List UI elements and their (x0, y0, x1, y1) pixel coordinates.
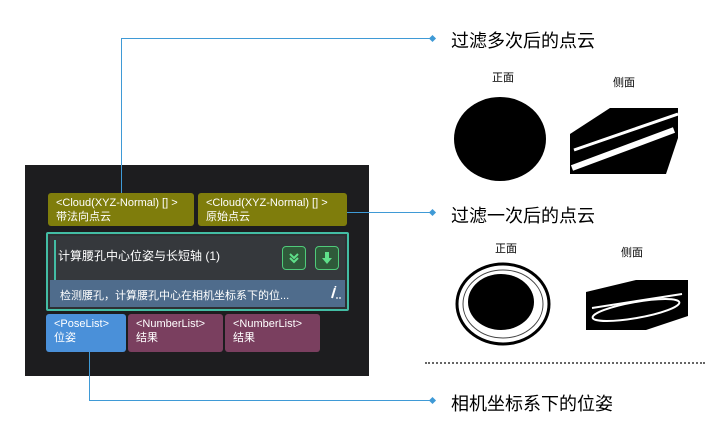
collapse-button[interactable] (282, 246, 306, 270)
connector-line (89, 400, 432, 401)
output-port-type: <PoseList> (54, 318, 110, 330)
side-view-label: 侧面 (621, 247, 643, 259)
connector-line (121, 38, 122, 193)
input-port-normal-cloud[interactable]: <Cloud(XYZ-Normal) [] > 带法向点云 (48, 193, 194, 226)
node-title: 计算腰孔中心位姿与长短轴 (1) (58, 249, 221, 263)
annotation-camera-pose: 相机坐标系下的位姿 (451, 394, 613, 414)
input-port-original-cloud[interactable]: <Cloud(XYZ-Normal) [] > 原始点云 (198, 193, 347, 226)
connector-line (347, 212, 431, 213)
step-node[interactable]: 计算腰孔中心位姿与长短轴 (1) 检测腰孔，计算腰孔中心在相机坐标系下的位... (46, 232, 349, 311)
chevron-double-down-icon (289, 253, 299, 264)
output-port-pose[interactable]: <PoseList> 位姿 (46, 314, 126, 352)
front-view-cloud-image (455, 262, 551, 346)
node-description-bar: 检测腰孔，计算腰孔中心在相机坐标系下的位... (50, 280, 345, 307)
front-view-label: 正面 (492, 72, 514, 84)
annotation-filtered-multi: 过滤多次后的点云 (451, 31, 595, 51)
run-step-button[interactable] (315, 246, 339, 270)
output-port-name: 结果 (136, 332, 158, 344)
input-port-type: <Cloud(XYZ-Normal) [] > (56, 197, 178, 209)
separator (425, 362, 705, 364)
output-port-name: 结果 (233, 332, 255, 344)
annotation-filtered-once: 过滤一次后的点云 (451, 206, 595, 226)
output-port-type: <NumberList> (233, 318, 303, 330)
input-port-type: <Cloud(XYZ-Normal) [] > (206, 197, 328, 209)
side-view-cloud-image (586, 280, 688, 330)
connector-end-marker (428, 396, 437, 405)
output-port-number-2[interactable]: <NumberList> 结果 (225, 314, 320, 352)
front-view-cloud-image (454, 97, 546, 181)
connector-line (121, 38, 432, 39)
connector-end-marker (428, 34, 437, 43)
info-icon[interactable] (326, 286, 342, 300)
node-header: 计算腰孔中心位姿与长短轴 (1) (50, 236, 345, 280)
input-port-name: 带法向点云 (56, 211, 111, 223)
front-view-label: 正面 (495, 243, 517, 255)
output-port-number-1[interactable]: <NumberList> 结果 (128, 314, 223, 352)
output-port-name: 位姿 (54, 332, 76, 344)
output-port-type: <NumberList> (136, 318, 206, 330)
node-accent-bar (54, 240, 56, 280)
connector-line (89, 352, 90, 400)
input-port-name: 原始点云 (206, 211, 250, 223)
node-description: 检测腰孔，计算腰孔中心在相机坐标系下的位... (60, 290, 290, 302)
side-view-label: 侧面 (613, 77, 635, 89)
arrow-down-icon (322, 252, 332, 264)
side-view-cloud-image (570, 108, 678, 174)
connector-end-marker (428, 208, 437, 217)
